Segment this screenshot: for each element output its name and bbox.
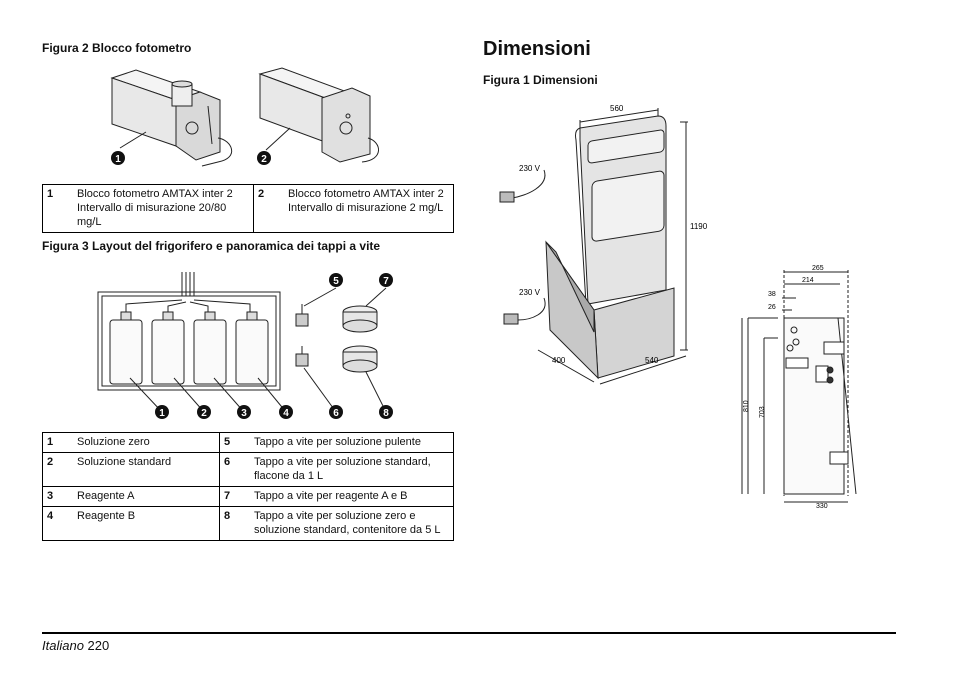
legend-text: Reagente B: [73, 506, 220, 541]
legend-text: Tappo a vite per soluzione pulente: [250, 432, 454, 453]
legend-number: 4: [42, 506, 73, 541]
page-footer: Italiano 220: [42, 638, 109, 653]
fig2-callout-1: 1: [115, 154, 121, 165]
footer-page-number: 220: [87, 638, 110, 653]
fig3-callout-8: 8: [383, 408, 389, 419]
analyzer-side-dimension-drawing: 265 214 38 26 810 703 330: [741, 265, 857, 510]
legend-number: 1: [42, 432, 73, 453]
table-row: 1 Soluzione zero 5 Tappo a vite per solu…: [42, 432, 454, 453]
fig3-callout-4: 4: [283, 408, 289, 419]
legend-number: 1: [42, 184, 73, 233]
dim-base-width-label: 540: [645, 356, 659, 365]
photometer-block-illustration: 1 2: [110, 67, 379, 167]
footer-language: Italiano: [42, 638, 84, 653]
power-label-bottom: 230 V: [519, 288, 541, 297]
fig3-callout-3: 3: [241, 408, 247, 419]
fig3-caption: Figura 3 Layout del frigorifero e panora…: [42, 239, 381, 253]
fig1-caption: Figura 1 Dimensioni: [483, 73, 598, 87]
fig3-callout-6: 6: [333, 408, 339, 419]
section-heading: Dimensioni: [483, 38, 591, 60]
legend-text: Tappo a vite per soluzione standard, fla…: [250, 452, 454, 487]
fig3-callout-2: 2: [201, 408, 207, 419]
fig2-caption: Figura 2 Blocco fotometro: [42, 41, 192, 55]
legend-text: Blocco fotometro AMTAX inter 2 Intervall…: [73, 184, 254, 233]
analyzer-dimension-drawing: 560 1190 230 V 230 V 400 540: [499, 104, 708, 385]
dim-38: 38: [768, 291, 776, 298]
fig3-callout-7: 7: [383, 276, 389, 287]
dim-810: 810: [743, 400, 750, 412]
table-row: 1 Blocco fotometro AMTAX inter 2 Interva…: [42, 184, 454, 233]
table-row: 4 Reagente B 8 Tappo a vite per soluzion…: [42, 506, 454, 541]
legend-number: 5: [219, 432, 250, 453]
dim-214: 214: [802, 277, 814, 284]
dim-base-depth-label: 400: [552, 356, 566, 365]
footer-rule: [42, 632, 896, 634]
dim-height-label: 1190: [690, 222, 708, 231]
power-label-top: 230 V: [519, 164, 541, 173]
legend-number: 3: [42, 486, 73, 507]
dim-265: 265: [812, 265, 824, 272]
fig2-callout-2: 2: [261, 154, 267, 165]
table-row: 2 Soluzione standard 6 Tappo a vite per …: [42, 452, 454, 487]
legend-number: 8: [219, 506, 250, 541]
table-row: 3 Reagente A 7 Tappo a vite per reagente…: [42, 486, 454, 507]
legend-text: Blocco fotometro AMTAX inter 2 Intervall…: [284, 184, 454, 233]
fig3-callout-5: 5: [333, 276, 339, 287]
fig2-legend-table: 1 Blocco fotometro AMTAX inter 2 Interva…: [42, 184, 454, 233]
dim-width-label: 560: [610, 104, 624, 113]
legend-text: Tappo a vite per reagente A e B: [250, 486, 454, 507]
legend-text: Reagente A: [73, 486, 220, 507]
legend-number: 7: [219, 486, 250, 507]
fig3-legend-table: 1 Soluzione zero 5 Tappo a vite per solu…: [42, 432, 454, 541]
legend-text: Soluzione zero: [73, 432, 220, 453]
dim-330: 330: [816, 503, 828, 510]
refrigerator-layout-illustration: 1 2 3 4 5 6 7 8: [97, 272, 393, 419]
legend-number: 2: [42, 452, 73, 487]
fig3-callout-1: 1: [159, 408, 165, 419]
legend-text: Tappo a vite per soluzione zero e soluzi…: [250, 506, 454, 541]
dim-703: 703: [759, 406, 766, 418]
legend-text: Soluzione standard: [73, 452, 220, 487]
legend-number: 6: [219, 452, 250, 487]
legend-number: 2: [253, 184, 284, 233]
dim-26: 26: [768, 304, 776, 311]
